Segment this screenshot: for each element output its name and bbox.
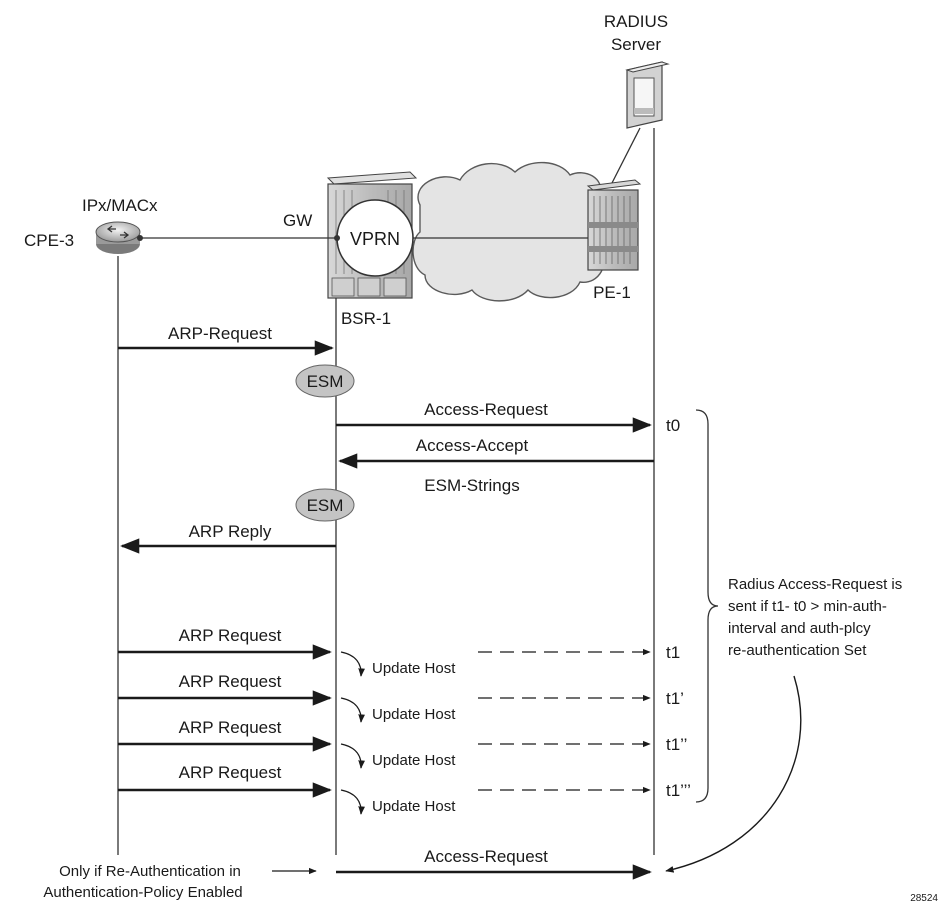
gw-port-dot [334, 235, 340, 241]
footer-line-1: Only if Re-Authentication in [59, 863, 241, 880]
radius-server-label-line1: RADIUS [604, 12, 668, 31]
arp-reply-label: ARP Reply [189, 522, 272, 541]
arp-request-repeat-4-label: ARP Request [179, 763, 282, 782]
cpe-address-label: IPx/MACx [82, 196, 158, 215]
cpe-name-label: CPE-3 [24, 231, 74, 250]
bsr-label: BSR-1 [341, 309, 391, 328]
update-host-2-label: Update Host [372, 706, 456, 723]
arp-request-repeat-3-label: ARP Request [179, 718, 282, 737]
gw-label: GW [283, 211, 312, 230]
footer-line-2: Authentication-Policy Enabled [43, 884, 242, 901]
radius-to-pe-link [612, 128, 640, 183]
figure-id: 28524 [910, 893, 938, 904]
esm-bubble-1-label: ESM [307, 372, 344, 391]
note-line-2: sent if t1- t0 > min-auth- [728, 598, 887, 615]
timestamp-t0: t0 [666, 416, 680, 435]
update-host-curve-3 [341, 744, 361, 768]
access-request-final-label: Access-Request [424, 847, 548, 866]
access-accept-label: Access-Accept [416, 436, 529, 455]
access-request-label: Access-Request [424, 400, 548, 419]
pe-router-icon [588, 180, 640, 270]
note-to-request-curve [666, 676, 801, 871]
timestamp-t1-prime: t1’ [666, 689, 684, 708]
time-window-brace [696, 410, 718, 802]
cpe-router-icon [96, 222, 140, 254]
network-cloud [413, 163, 604, 301]
update-host-1-label: Update Host [372, 660, 456, 677]
update-host-3-label: Update Host [372, 752, 456, 769]
note-line-1: Radius Access-Request is [728, 576, 902, 593]
pe-label: PE-1 [593, 283, 631, 302]
arp-request-label: ARP-Request [168, 324, 272, 343]
note-line-4: re-authentication Set [728, 642, 867, 659]
radius-server-icon [627, 62, 668, 128]
timestamp-t1: t1 [666, 643, 680, 662]
timestamp-t1-double-prime: t1’’ [666, 735, 687, 754]
arp-request-repeat-1-label: ARP Request [179, 626, 282, 645]
vprn-label: VPRN [350, 229, 400, 249]
note-line-3: interval and auth-plcy [728, 620, 871, 637]
timestamp-t1-triple-prime: t1’’’ [666, 781, 691, 800]
arp-request-repeat-2-label: ARP Request [179, 672, 282, 691]
radius-server-label-line2: Server [611, 35, 661, 54]
update-host-curve-4 [341, 790, 361, 814]
cpe-port-dot [137, 235, 143, 241]
update-host-curve-2 [341, 698, 361, 722]
esm-strings-label: ESM-Strings [424, 476, 519, 495]
update-host-curve-1 [341, 652, 361, 676]
update-host-4-label: Update Host [372, 798, 456, 815]
esm-bubble-2-label: ESM [307, 496, 344, 515]
